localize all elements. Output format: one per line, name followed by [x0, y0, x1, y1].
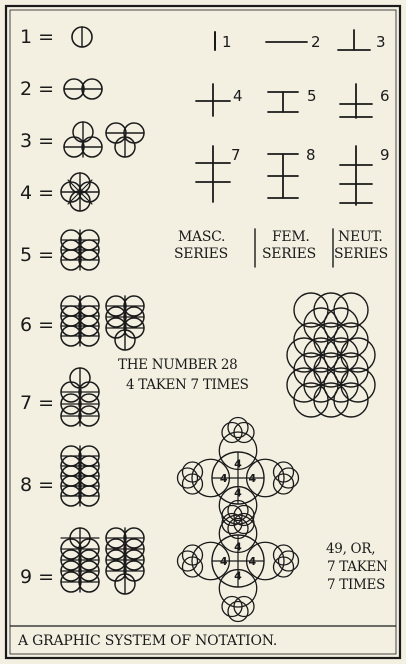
circle-stroke [324, 308, 358, 342]
label-5: 5 = [20, 246, 54, 265]
label-2: 2 = [20, 80, 54, 99]
symbol-number-5: 5 [307, 89, 317, 104]
symbol-3 [338, 30, 370, 50]
figure-4 [61, 173, 99, 211]
circle-stroke [314, 293, 348, 327]
label-6: 6 = [20, 316, 54, 335]
circle-stroke [228, 418, 248, 438]
figure-8 [61, 446, 99, 506]
quadrant-four: 4 [234, 541, 242, 554]
figure-2 [64, 79, 102, 99]
caption-28-line-2: 4 TAKEN 7 TIMES [126, 378, 249, 394]
symbol-number-1: 1 [222, 35, 232, 50]
fem-series-line-2: SERIES [262, 247, 316, 261]
caption-28-line-1: THE NUMBER 28 [118, 358, 237, 374]
figure-6b [106, 296, 144, 350]
quadrant-four: 4 [248, 555, 256, 568]
circle-stroke [314, 353, 348, 387]
left-column-figures [61, 27, 144, 594]
circle-stroke [279, 468, 299, 488]
circle-stroke [334, 293, 368, 327]
symbol-number-9: 9 [380, 148, 390, 163]
figure-5 [61, 230, 99, 270]
label-1: 1 = [20, 28, 54, 47]
symbol-7 [196, 146, 230, 202]
quadrant-four: 4 [220, 555, 228, 568]
neut-series-line-2: SERIES [334, 247, 388, 261]
label-7: 7 = [20, 394, 54, 413]
figure-1 [72, 27, 92, 47]
circle-stroke [178, 551, 198, 571]
circle-stroke [228, 602, 248, 622]
circle-stroke [279, 551, 299, 571]
symbol-number-3: 3 [376, 35, 386, 50]
masc-series-line-2: SERIES [174, 247, 228, 261]
caption-49-line-2: 7 TAKEN [327, 560, 388, 576]
symbol-number-8: 8 [306, 148, 316, 163]
symbol-number-7: 7 [231, 148, 241, 163]
neut-series-line-1: NEUT. [338, 230, 383, 244]
symbol-number-2: 2 [311, 35, 321, 50]
fem-series-line-1: FEM. [272, 230, 310, 244]
figure-7 [61, 368, 99, 426]
quadrant-four: 4 [234, 486, 242, 499]
symbol-number-4: 4 [233, 89, 243, 104]
plate-title: A GRAPHIC SYSTEM OF NOTATION. [18, 634, 277, 648]
figure-6a [61, 296, 99, 346]
figure-3 [64, 122, 144, 157]
masc-series-line-1: MASC. [178, 230, 225, 244]
symbol-series-figures [196, 30, 372, 205]
circle-stroke [178, 468, 198, 488]
figure-number-28 [287, 293, 375, 417]
quadrant-four: 4 [220, 472, 228, 485]
symbol-number-6: 6 [380, 89, 390, 104]
label-4: 4 = [20, 184, 54, 203]
quadrant-four: 4 [248, 472, 256, 485]
quadrant-four: 4 [234, 458, 242, 471]
label-3: 3 = [20, 132, 54, 151]
caption-49-line-1: 49, OR, [326, 542, 375, 558]
figure-9a [61, 528, 99, 592]
circle-stroke [304, 308, 338, 342]
symbol-8 [268, 154, 298, 198]
circle-stroke [294, 293, 328, 327]
symbol-9 [340, 146, 372, 205]
figure-9b [106, 528, 144, 594]
circle-stroke [314, 323, 348, 357]
circle-stroke [314, 383, 348, 417]
symbol-6 [340, 84, 372, 118]
symbol-5 [268, 92, 298, 112]
label-8: 8 = [20, 476, 54, 495]
label-9: 9 = [20, 568, 54, 587]
quadrant-four: 4 [234, 569, 242, 582]
caption-49-line-3: 7 TIMES [327, 578, 385, 594]
symbol-4 [196, 84, 230, 116]
